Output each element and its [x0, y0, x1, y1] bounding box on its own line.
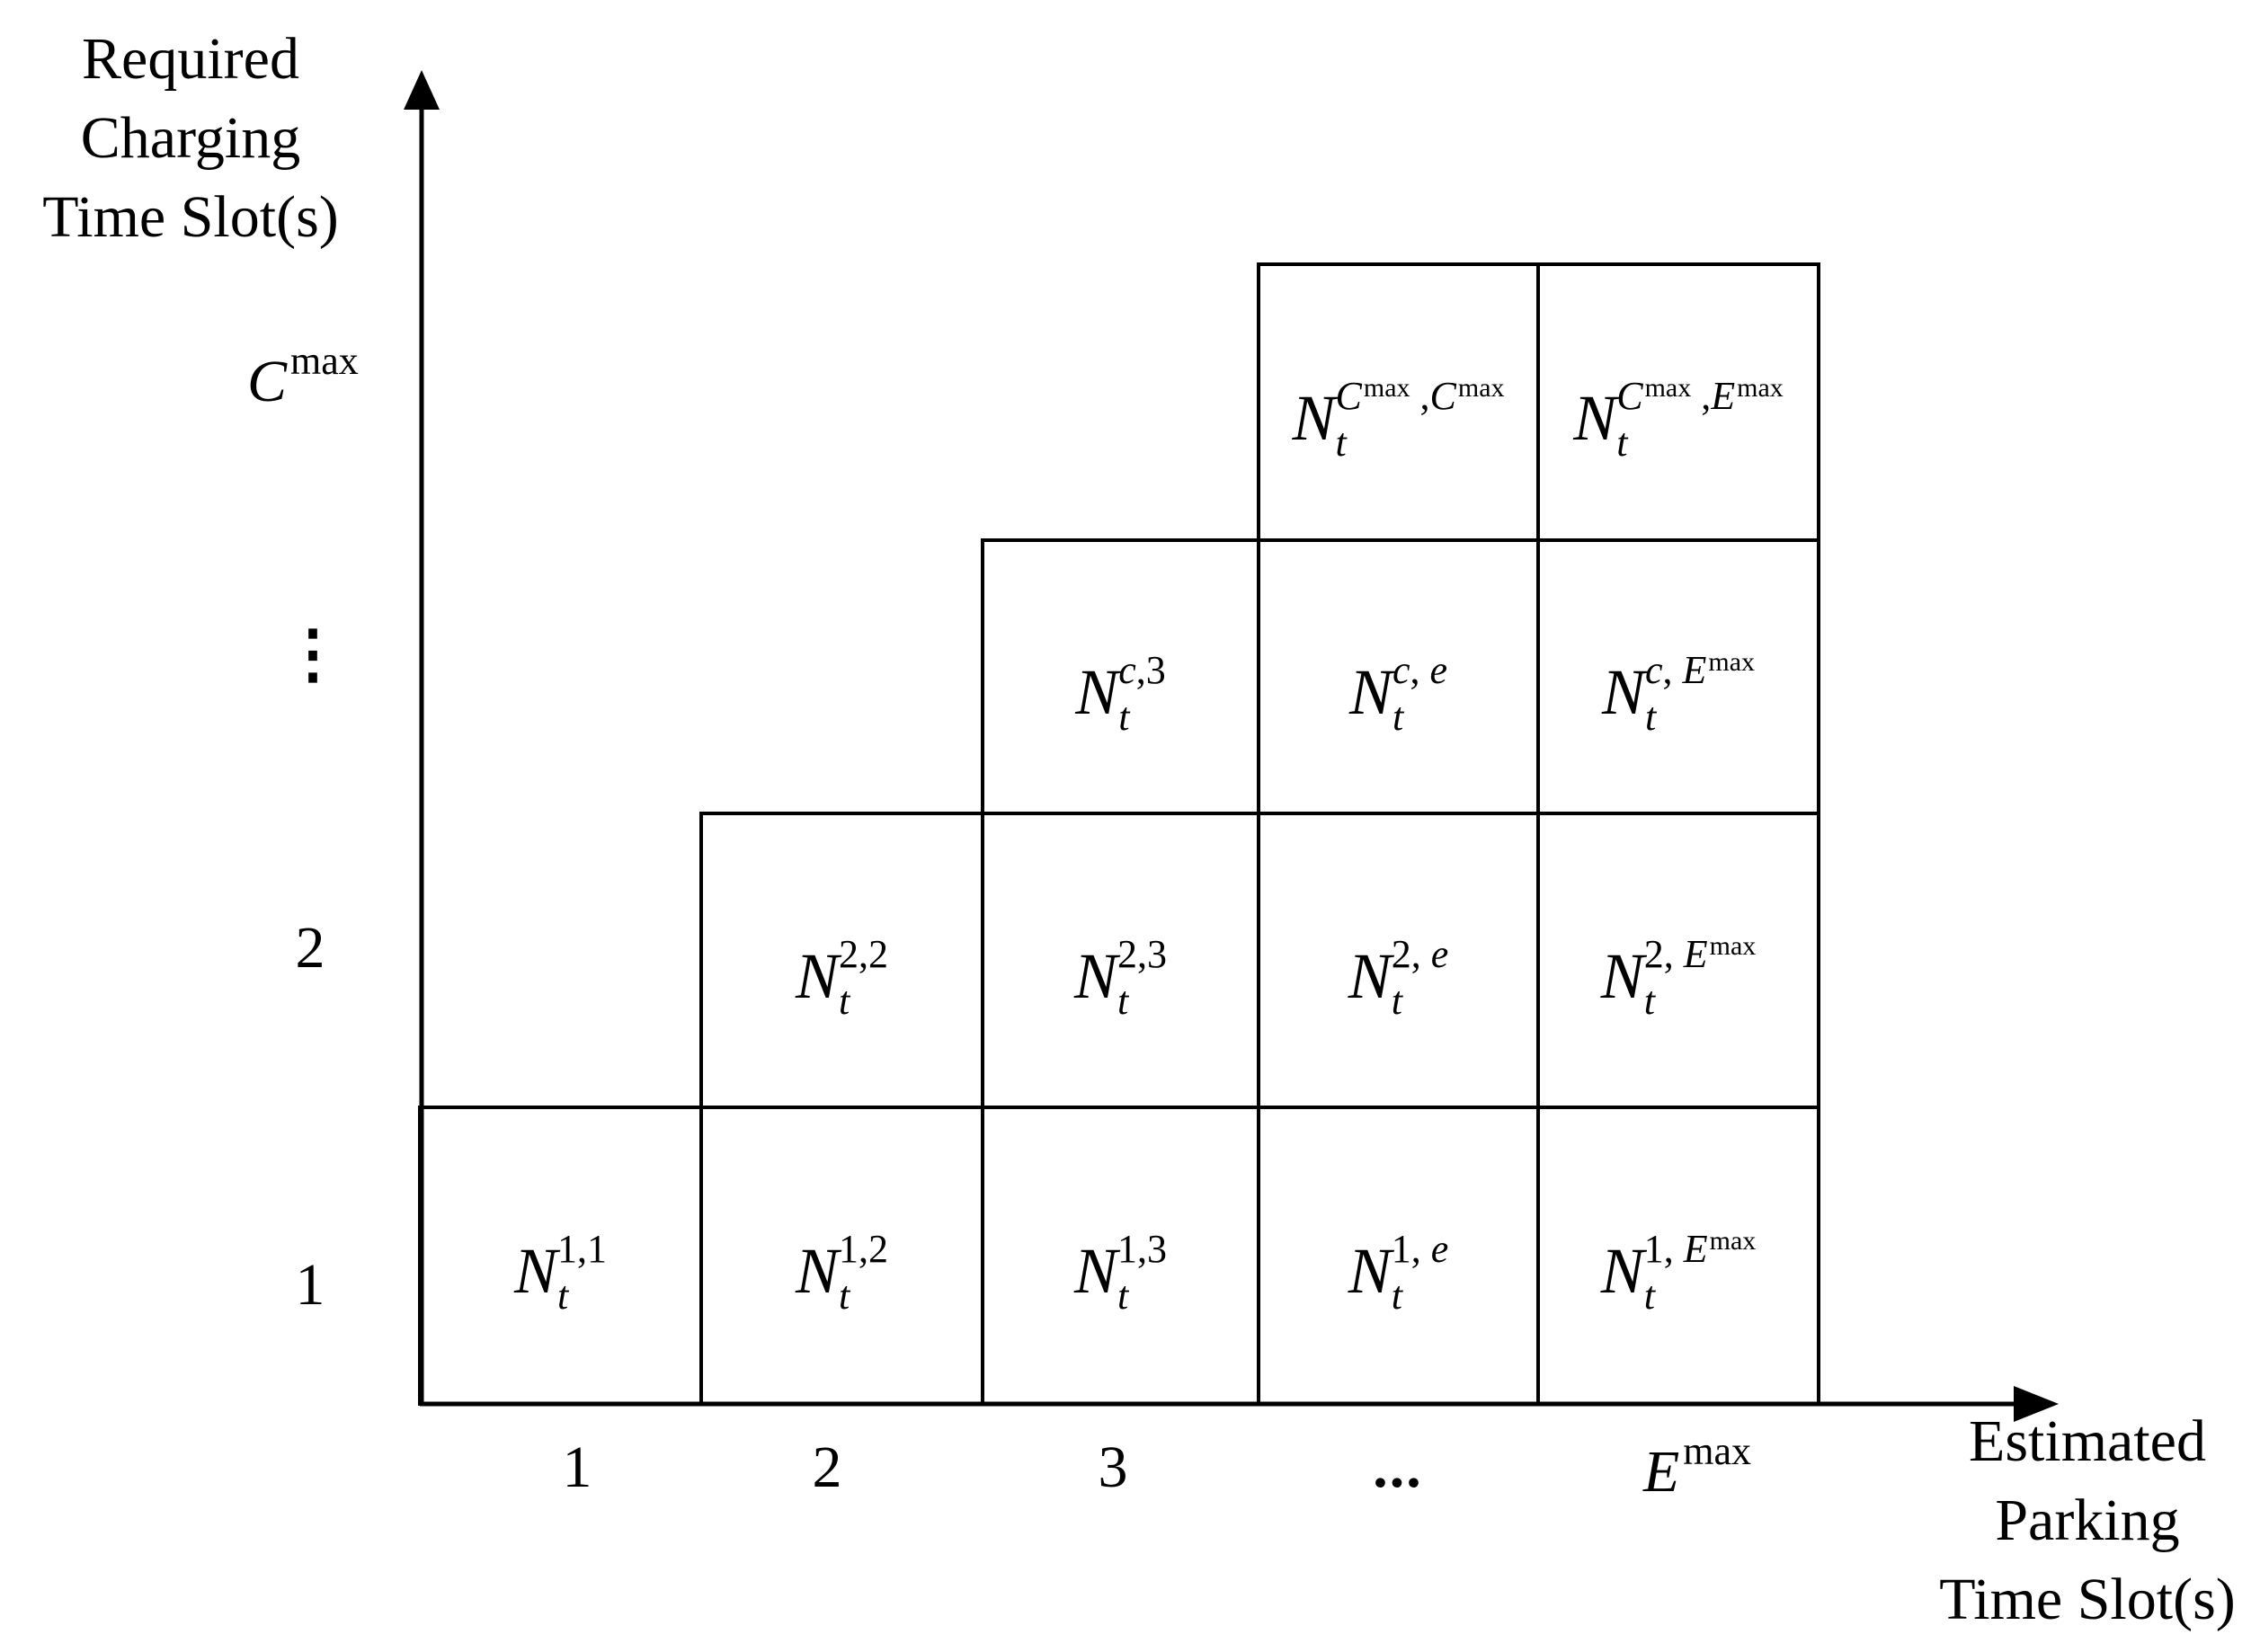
x-axis-tick-label: 2	[812, 1434, 842, 1500]
cell-superscript: Cmax ,Emax	[1616, 372, 1784, 418]
cell-superscript: 1,1	[557, 1227, 608, 1272]
cell-base-symbol: N	[795, 939, 840, 1012]
cell-base-symbol: N	[1600, 939, 1644, 1012]
cell-base-symbol: N	[1348, 939, 1392, 1012]
x-axis-arrowhead	[2014, 1386, 2059, 1422]
cell-subscript: t	[839, 978, 850, 1023]
grid-cell-4-5	[1536, 262, 1820, 542]
cell-subscript: t	[1616, 420, 1628, 465]
cell-superscript: 2,3	[1117, 931, 1168, 976]
y-axis-title-line-1: Required	[82, 26, 299, 92]
cell-subscript: t	[1117, 978, 1129, 1023]
cell-subscript: t	[1118, 695, 1130, 740]
cell-base-symbol: N	[1348, 1235, 1392, 1308]
cell-superscript: c, Emax	[1644, 647, 1756, 693]
cell-base-symbol: N	[1348, 656, 1392, 729]
cell-superscript: 1, Emax	[1643, 1226, 1757, 1272]
cell-base-symbol: N	[1601, 656, 1645, 729]
cell-base-symbol: N	[1075, 656, 1119, 729]
cell-superscript: 1, e	[1391, 1227, 1449, 1272]
x-axis-title-line-2: Parking	[1995, 1488, 2180, 1553]
cell-subscript: t	[1392, 695, 1404, 740]
x-axis-title-line-3: Time Slot(s)	[1939, 1567, 2236, 1632]
x-axis-title: Estimated Parking Time Slot(s)	[1915, 1402, 2260, 1639]
y-axis-arrowhead	[404, 70, 440, 110]
cell-base-symbol: N	[1073, 939, 1118, 1012]
cell-superscript: c,3	[1118, 648, 1166, 693]
cell-base-symbol: N	[513, 1235, 558, 1308]
cell-subscript: t	[1391, 1274, 1402, 1319]
y-axis-title-line-3: Time Slot(s)	[42, 184, 339, 250]
cell-subscript: t	[1391, 978, 1402, 1023]
cell-superscript: 1,2	[839, 1227, 889, 1272]
cell-base-symbol: N	[795, 1235, 840, 1308]
cell-superscript: c, e	[1392, 648, 1448, 693]
y-axis-title: Required Charging Time Slot(s)	[20, 20, 361, 257]
cell-subscript: t	[1335, 420, 1347, 465]
x-axis-tick-label: ...	[1373, 1434, 1423, 1500]
cell-superscript: 2, Emax	[1643, 930, 1757, 976]
y-axis-tick-label: 2	[295, 915, 325, 981]
y-axis-tick-label: ⋮	[280, 618, 345, 690]
cell-superscript: 1,3	[1117, 1227, 1168, 1272]
y-axis-tick-label: Cmax	[247, 339, 359, 414]
cell-subscript: t	[1644, 695, 1657, 740]
cell-subscript: t	[1643, 978, 1655, 1023]
cell-superscript: 2, e	[1391, 931, 1449, 976]
cell-subscript: t	[1117, 1274, 1129, 1319]
cell-base-symbol: N	[1073, 1235, 1118, 1308]
x-axis-tick-label: Emax	[1642, 1429, 1752, 1505]
x-axis-tick-label: 1	[562, 1434, 592, 1500]
cell-base-symbol: N	[1292, 381, 1336, 454]
x-axis-title-line-1: Estimated	[1969, 1408, 2206, 1474]
cell-subscript: t	[839, 1274, 850, 1319]
cell-subscript: t	[1643, 1274, 1655, 1319]
cell-base-symbol: N	[1600, 1235, 1644, 1308]
x-axis-tick-label: 3	[1098, 1434, 1128, 1500]
cell-superscript: Cmax ,Cmax	[1335, 372, 1505, 418]
cell-subscript: t	[557, 1274, 569, 1319]
cell-base-symbol: N	[1573, 381, 1617, 454]
y-axis-tick-label: 1	[295, 1252, 325, 1318]
cell-superscript: 2,2	[839, 931, 889, 976]
y-axis-title-line-2: Charging	[80, 105, 301, 171]
